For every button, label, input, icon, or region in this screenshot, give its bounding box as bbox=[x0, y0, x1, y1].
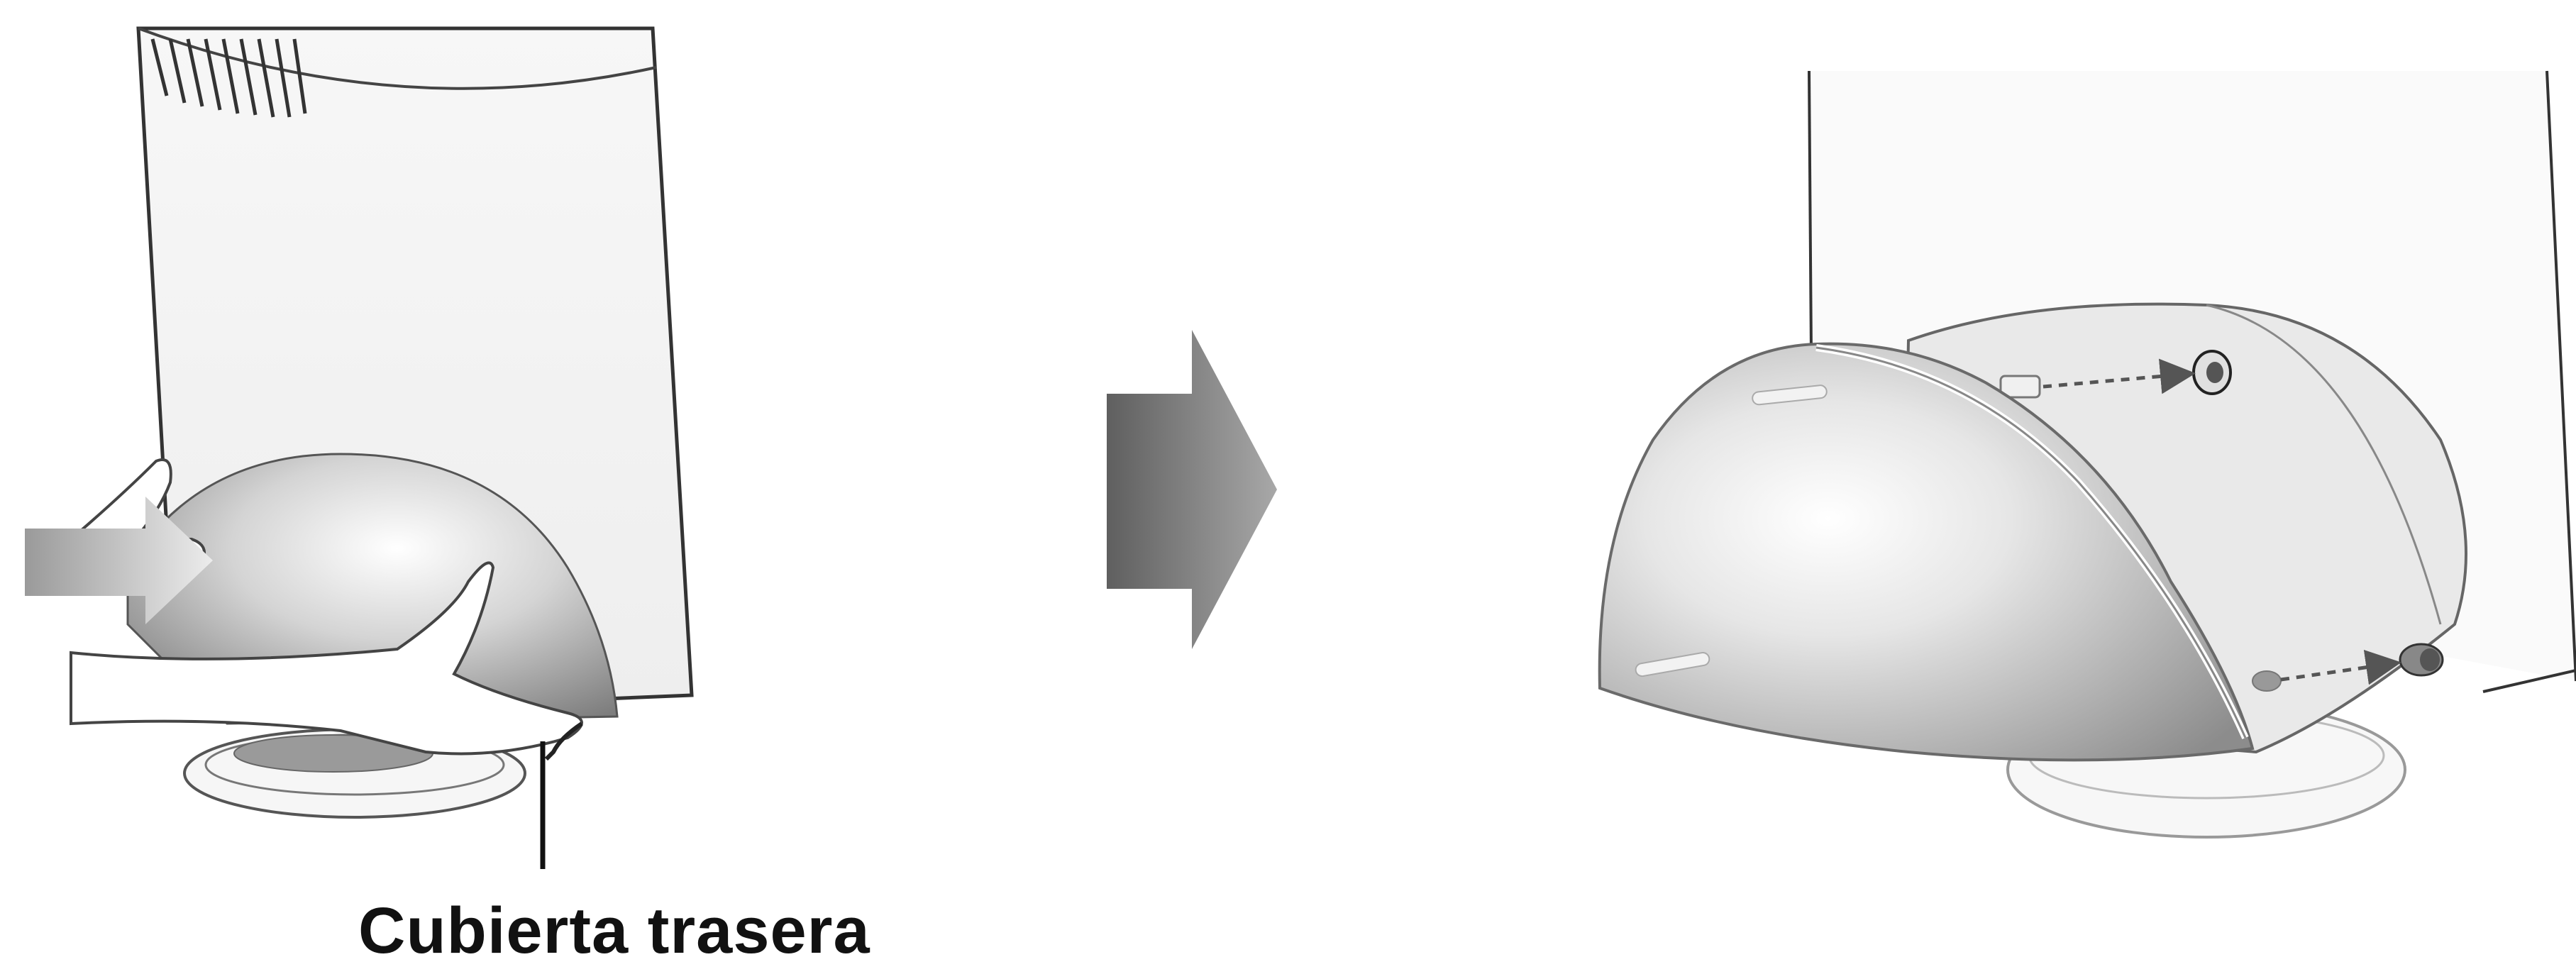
step-arrow-icon bbox=[1107, 330, 1277, 649]
lower-screw-post-icon bbox=[2400, 644, 2443, 675]
lower-cover-tab bbox=[2252, 671, 2281, 691]
back-cover-label: Cubierta trasera bbox=[358, 894, 870, 968]
left-monitor-illustration bbox=[25, 28, 692, 869]
right-monitor-illustration bbox=[1600, 71, 2576, 837]
upper-screw-post-icon bbox=[2194, 351, 2230, 394]
